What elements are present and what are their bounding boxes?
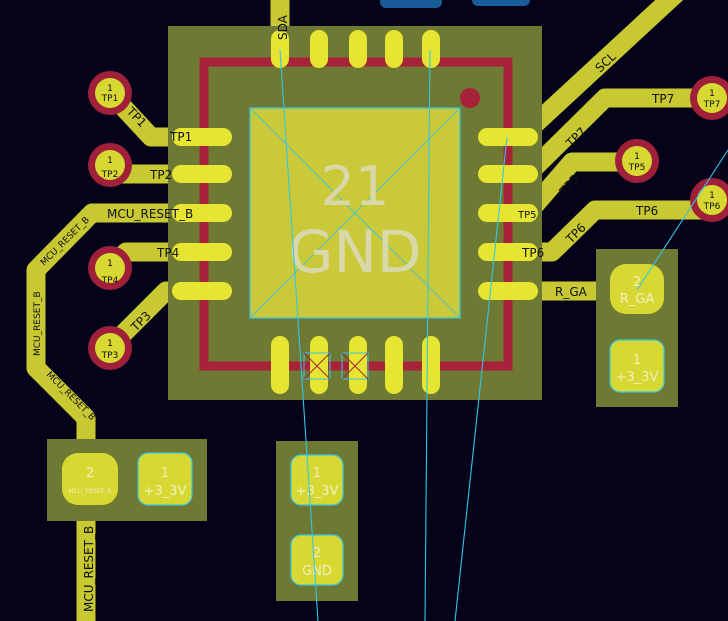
cap-pad-2[interactable] bbox=[290, 534, 344, 586]
track-label-tp5-pin: TP5 bbox=[517, 210, 537, 221]
tp-name: TP4 bbox=[101, 276, 119, 286]
via-box-b-x2 bbox=[341, 352, 369, 380]
ic-pin[interactable] bbox=[422, 30, 440, 68]
track-label-mcu-reset-pin: MCU_RESET_B bbox=[107, 207, 193, 221]
ic-pin[interactable] bbox=[271, 336, 289, 394]
via-box-a bbox=[303, 352, 331, 380]
track-label-tp7-top: TP7 bbox=[651, 92, 674, 106]
ic-pin[interactable] bbox=[349, 336, 367, 394]
track-label-tp1-pin: TP1 bbox=[169, 130, 192, 144]
cap-pad-1-net: +3_3V bbox=[296, 484, 339, 499]
ic-pin[interactable] bbox=[478, 282, 538, 300]
track-label-sda: SDA bbox=[276, 14, 290, 40]
tp-name: TP6 bbox=[703, 202, 721, 212]
via-box-a-x2 bbox=[303, 352, 331, 380]
track-label-tp6-pin: TP6 bbox=[521, 246, 544, 260]
ic-pin[interactable] bbox=[349, 30, 367, 68]
tp-name: TP1 bbox=[101, 94, 119, 104]
cap-pad-2-net: GND bbox=[302, 564, 332, 579]
ic-pin[interactable] bbox=[172, 243, 232, 261]
ratsnest-line bbox=[424, 49, 431, 621]
testpoint-tp5[interactable]: 1 TP5 bbox=[615, 139, 659, 183]
cap-pad-1-num: 1 bbox=[633, 353, 641, 368]
testpoint-tp3[interactable]: 1 TP3 bbox=[88, 326, 132, 370]
track-label-mcu-reset-bottom: MCU_RESET_B bbox=[82, 526, 96, 612]
ic-pin[interactable] bbox=[172, 128, 232, 146]
cap-pad-2-net: MCU_RESET_B bbox=[68, 488, 111, 495]
track-label-tp6-right: TP6 bbox=[635, 204, 658, 218]
tp-name: TP3 bbox=[101, 351, 119, 361]
ic-pin[interactable] bbox=[385, 30, 403, 68]
ic-pin[interactable] bbox=[271, 30, 289, 68]
tp-num: 1 bbox=[107, 259, 113, 269]
ic-pin[interactable] bbox=[422, 336, 440, 394]
tp-name: TP5 bbox=[628, 163, 646, 173]
cap-pad-1-num: 1 bbox=[161, 466, 169, 481]
cap-pad-2[interactable] bbox=[62, 453, 118, 505]
cap-pad-2-net: R_GA bbox=[620, 292, 655, 307]
cap-pad-1-net: +3_3V bbox=[616, 370, 659, 385]
track-label-tp2-pin: TP2 bbox=[149, 168, 172, 182]
pin1-marker bbox=[460, 88, 480, 108]
tp-num: 1 bbox=[709, 191, 715, 201]
testpoint-tp7[interactable]: 1 TP7 bbox=[690, 76, 728, 120]
ic-pin[interactable] bbox=[172, 204, 232, 222]
ic-pin[interactable] bbox=[172, 282, 232, 300]
tp-num: 1 bbox=[709, 89, 715, 99]
cap-pad-2-num: 2 bbox=[633, 275, 641, 290]
blue-copper-b bbox=[472, 0, 530, 6]
ic-pin[interactable] bbox=[172, 165, 232, 183]
tp-num: 1 bbox=[634, 152, 640, 162]
ratsnest-line bbox=[279, 49, 319, 621]
tp-num: 1 bbox=[107, 339, 113, 349]
track-label-r-ga-pin: R_GA bbox=[555, 285, 588, 299]
track-label-mcu-reset-left-b: MCU_RESET_B bbox=[33, 291, 43, 356]
cap-footprint-bottom-left[interactable]: 2 MCU_RESET_B 1 +3_3V bbox=[47, 439, 207, 521]
cap-pad-1[interactable] bbox=[137, 452, 193, 506]
testpoint-tp2[interactable]: 1 TP2 bbox=[88, 143, 132, 187]
tp-num: 1 bbox=[107, 84, 113, 94]
tp-name: TP7 bbox=[703, 100, 721, 110]
ic-pin[interactable] bbox=[310, 30, 328, 68]
ic-pin[interactable] bbox=[478, 165, 538, 183]
exposed-pad-number: 21 bbox=[321, 155, 390, 218]
testpoint-tp6[interactable]: 1 TP6 bbox=[690, 178, 728, 222]
cap-pad-2-num: 2 bbox=[313, 546, 321, 561]
ratsnest-line bbox=[454, 136, 508, 621]
blue-copper-a bbox=[380, 0, 442, 8]
ic-top-pins bbox=[271, 30, 440, 68]
ratsnest-line bbox=[636, 149, 728, 291]
testpoint-tp1[interactable]: 1 TP1 bbox=[88, 71, 132, 115]
testpoint-tp4[interactable]: 1 TP4 bbox=[88, 246, 132, 290]
tp-num: 1 bbox=[107, 156, 113, 166]
tp-name: TP2 bbox=[101, 170, 119, 180]
ic-pin[interactable] bbox=[385, 336, 403, 394]
testpoints: 1 TP1 1 TP2 1 TP4 1 TP3 1 TP7 1 TP5 bbox=[88, 71, 728, 370]
cap-pad-1-net: +3_3V bbox=[144, 484, 187, 499]
cap-pad-1[interactable] bbox=[290, 454, 344, 506]
via-box-b bbox=[341, 352, 369, 380]
cap-pad-1-num: 1 bbox=[313, 466, 321, 481]
exposed-pad-cross-b bbox=[249, 107, 461, 319]
exposed-pad-net: GND bbox=[289, 218, 422, 286]
cap-footprint-right[interactable]: 2 R_GA 1 +3_3V bbox=[596, 249, 678, 407]
ic-pin[interactable] bbox=[478, 243, 538, 261]
ic-footprint[interactable]: 21 GND bbox=[168, 26, 542, 400]
cap-pad-1[interactable] bbox=[609, 339, 665, 393]
cap-footprint-bottom-mid[interactable]: 1 +3_3V 2 GND bbox=[276, 441, 358, 601]
ic-pin[interactable] bbox=[310, 336, 328, 394]
ic-left-pins bbox=[172, 128, 232, 300]
ratsnest bbox=[279, 49, 728, 621]
ic-pin[interactable] bbox=[478, 204, 538, 222]
ic-right-pins bbox=[478, 128, 538, 300]
ic-pin[interactable] bbox=[478, 128, 538, 146]
cap-pad-2-num: 2 bbox=[86, 466, 94, 481]
track-label-tp4-pin: TP4 bbox=[156, 246, 179, 260]
